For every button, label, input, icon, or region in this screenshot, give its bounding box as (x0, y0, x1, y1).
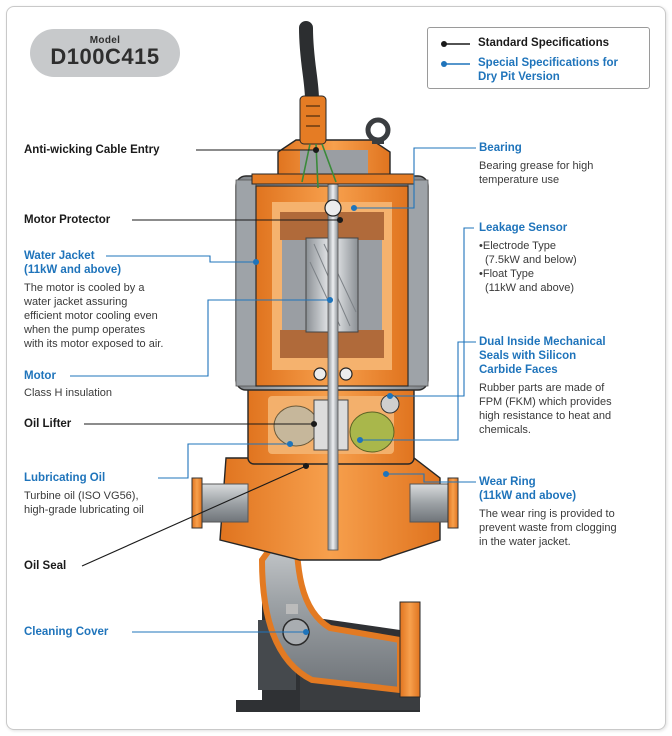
label-motor-protector: Motor Protector (24, 214, 111, 226)
upper-bearing (324, 199, 342, 217)
discharge-flange-left (191, 477, 203, 529)
seal-green-part (349, 411, 395, 453)
desc-seals-1: Rubber parts are made of (479, 382, 605, 394)
label-leakage-sensor: Leakage Sensor (479, 222, 568, 234)
desc-motor: Class H insulation (24, 387, 113, 399)
desc-bearing-2: temperature use (479, 174, 560, 186)
shaft (327, 179, 339, 551)
special-line-icon (441, 61, 470, 67)
desc-wear-ring-1: The wear ring is provided to (479, 508, 615, 520)
legend-standard-text: Standard Specifications (478, 37, 610, 49)
desc-water-jacket-3: efficient motor cooling even (24, 310, 158, 322)
legend: Standard Specifications Special Specific… (427, 27, 650, 89)
desc-lubricating-oil-2: high-grade lubricating oil (24, 504, 144, 516)
standard-line-icon (441, 41, 470, 47)
lower-bearing-l (313, 367, 327, 381)
standard-leaders (81, 146, 344, 567)
desc-water-jacket-5: with its motor exposed to air. (24, 338, 164, 350)
desc-water-jacket-4: when the pump operates (24, 324, 146, 336)
label-wear-ring: Wear Ring (479, 476, 536, 488)
label-seals-3: Carbide Faces (479, 364, 558, 376)
label-motor: Motor (24, 370, 56, 382)
cable-entry (299, 95, 327, 145)
desc-leakage-sensor-4: (11kW and above) (485, 282, 575, 294)
model-badge: Model D100C415 (30, 29, 180, 77)
desc-seals-2: FPM (FKM) which provides (479, 396, 612, 408)
label-water-jacket-sub: (11kW and above) (24, 264, 122, 276)
inner-flange-bolt (286, 604, 298, 614)
lower-bearing-r (339, 367, 353, 381)
desc-leakage-sensor-3: •Float Type (479, 268, 535, 280)
label-water-jacket: Water Jacket (24, 250, 95, 262)
model-label: Model (89, 35, 121, 46)
label-oil-lifter: Oil Lifter (24, 418, 72, 430)
label-wear-ring-sub: (11kW and above) (479, 490, 577, 502)
special-leaders (70, 147, 476, 636)
desc-wear-ring-3: in the water jacket. (479, 536, 571, 548)
power-cable (299, 21, 319, 107)
desc-seals-4: chemicals. (479, 424, 531, 436)
desc-water-jacket-1: The motor is cooled by a (24, 282, 145, 294)
desc-seals-3: high resistance to heat and (479, 410, 612, 422)
desc-water-jacket-2: water jacket assuring (24, 296, 128, 308)
model-code: D100C415 (50, 44, 160, 69)
lifting-eye (365, 117, 391, 143)
desc-lubricating-oil-1: Turbine oil (ISO VG56), (24, 490, 139, 502)
legend-special-line1: Special Specifications for (478, 57, 618, 69)
label-cleaning-cover: Cleaning Cover (24, 626, 109, 638)
desc-leakage-sensor-1: •Electrode Type (479, 240, 557, 252)
label-seals-1: Dual Inside Mechanical (479, 336, 606, 348)
desc-leakage-sensor-2: (7.5kW and below) (485, 254, 577, 266)
legend-standard: Standard Specifications (440, 36, 609, 50)
legend-special-line2: Dry Pit Version (478, 71, 560, 83)
desc-bearing-1: Bearing grease for high (479, 160, 594, 172)
label-bearing: Bearing (479, 142, 522, 154)
label-seals-2: Seals with Silicon (479, 350, 577, 362)
discharge-flange-right (447, 477, 459, 529)
jacket-right-wall (407, 179, 429, 387)
label-oil-seal: Oil Seal (24, 560, 67, 572)
jacket-left-wall (235, 179, 257, 387)
outlet-flange (399, 601, 421, 698)
top-inner (300, 150, 368, 178)
label-cable-entry: Anti-wicking Cable Entry (24, 144, 160, 156)
discharge-pipe-right (409, 483, 451, 523)
desc-wear-ring-2: prevent waste from clogging (479, 522, 617, 534)
label-lubricating-oil: Lubricating Oil (24, 472, 106, 484)
oil-lifter-part (273, 405, 319, 447)
